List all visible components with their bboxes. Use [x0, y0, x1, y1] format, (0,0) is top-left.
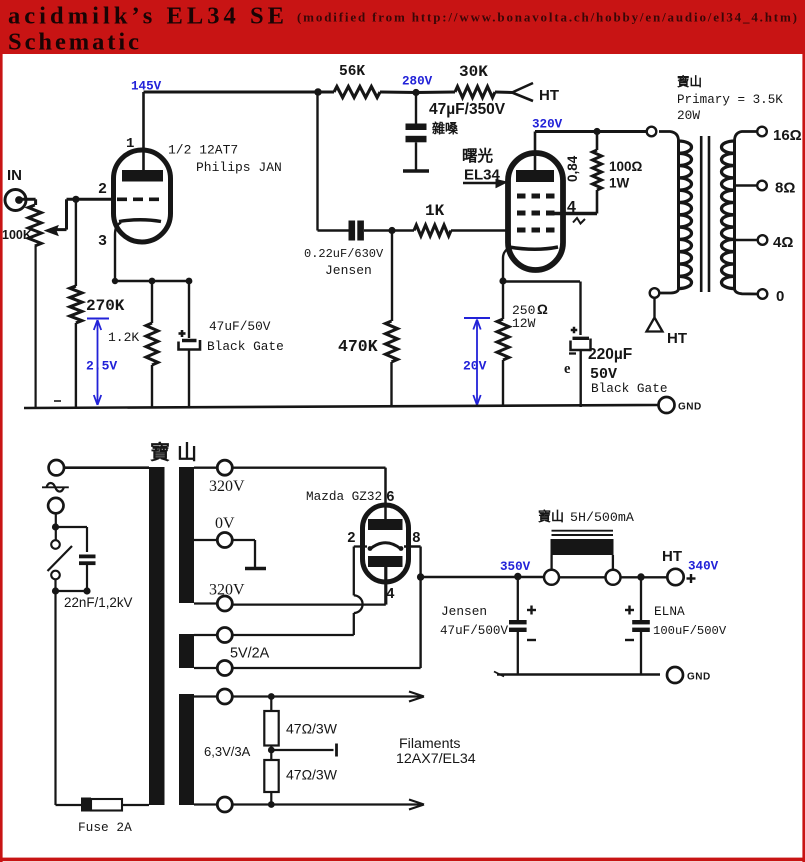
svg-text:2.5V: 2.5V [86, 359, 117, 374]
svg-text:6,3V/3A: 6,3V/3A [204, 744, 251, 759]
svg-text:100K: 100K [2, 228, 32, 242]
svg-text:270K: 270K [86, 297, 125, 315]
svg-text:100Ω: 100Ω [609, 159, 643, 174]
svg-text:0: 0 [776, 288, 784, 305]
svg-text:曙光: 曙光 [462, 146, 494, 165]
svg-text:EL34: EL34 [464, 167, 501, 184]
svg-text:寶山: 寶山 [677, 74, 702, 89]
svg-text:HT: HT [662, 548, 682, 565]
svg-text:4: 4 [567, 199, 576, 216]
svg-text:Ω: Ω [537, 302, 548, 317]
svg-text:寶山: 寶山 [538, 509, 564, 524]
svg-text:280V: 280V [402, 75, 433, 89]
svg-text:Jensen: Jensen [325, 263, 372, 278]
svg-text:0V: 0V [215, 515, 235, 532]
svg-text:20V: 20V [463, 359, 487, 374]
svg-text:100uF/500V: 100uF/500V [653, 624, 727, 638]
svg-text:e: e [564, 361, 571, 377]
svg-text:1/2 12AT7: 1/2 12AT7 [168, 143, 238, 158]
svg-text:8Ω: 8Ω [775, 180, 795, 197]
svg-text:50V: 50V [590, 366, 617, 383]
svg-text:145V: 145V [131, 80, 162, 94]
svg-text:Fuse 2A: Fuse 2A [78, 820, 132, 835]
svg-text:220µF: 220µF [588, 346, 632, 363]
svg-text:320V: 320V [209, 478, 245, 495]
svg-text:6: 6 [386, 490, 395, 506]
svg-text:ELNA: ELNA [654, 604, 685, 619]
svg-text:Jensen: Jensen [441, 604, 487, 619]
svg-text:47Ω/3W: 47Ω/3W [286, 721, 338, 737]
svg-text:0.22uF/630V: 0.22uF/630V [304, 247, 384, 261]
svg-text:12W: 12W [512, 316, 536, 331]
svg-text:47uF/50V: 47uF/50V [209, 319, 271, 334]
svg-text:4: 4 [386, 587, 395, 603]
svg-text:1: 1 [126, 136, 134, 152]
svg-text:Black Gate: Black Gate [207, 339, 284, 354]
svg-text:320V: 320V [209, 582, 245, 599]
svg-text:2: 2 [347, 531, 356, 547]
svg-text:3: 3 [98, 233, 107, 250]
svg-text:47Ω/3W: 47Ω/3W [286, 767, 338, 783]
svg-text:250: 250 [512, 303, 535, 318]
svg-text:12AX7/EL34: 12AX7/EL34 [396, 751, 476, 767]
svg-text:47µF/350V: 47µF/350V [429, 101, 506, 118]
svg-text:5H/500mA: 5H/500mA [570, 510, 634, 525]
svg-text:47uF/500V: 47uF/500V [440, 624, 508, 638]
svg-text:HT: HT [539, 87, 559, 104]
svg-text:HT: HT [667, 330, 687, 347]
svg-text:1K: 1K [425, 202, 445, 220]
svg-text:Filaments: Filaments [399, 736, 461, 752]
svg-text:GND: GND [687, 672, 711, 683]
svg-text:acidmilk’s EL34 SE: acidmilk’s EL34 SE [8, 3, 284, 30]
svg-text:5V/2A: 5V/2A [230, 646, 270, 662]
svg-text:Schematic: Schematic [8, 29, 139, 56]
svg-text:GND: GND [678, 402, 702, 413]
svg-text:(modified from http://www.bona: (modified from http://www.bonavolta.ch/h… [297, 10, 797, 25]
svg-text:4Ω: 4Ω [773, 234, 793, 251]
svg-text:2: 2 [98, 181, 107, 198]
svg-text:Mazda GZ32: Mazda GZ32 [306, 489, 382, 504]
svg-text:30K: 30K [459, 63, 488, 81]
svg-text:340V: 340V [688, 560, 719, 574]
svg-text:470K: 470K [338, 337, 378, 356]
svg-text:56K: 56K [339, 64, 365, 80]
svg-text:IN: IN [7, 167, 22, 184]
svg-text:Philips JAN: Philips JAN [196, 160, 282, 175]
svg-text:1.2K: 1.2K [108, 330, 139, 345]
svg-text:0,84: 0,84 [565, 155, 580, 182]
svg-text:1W: 1W [609, 176, 630, 191]
svg-text:寶山: 寶山 [150, 440, 204, 464]
svg-text:20W: 20W [677, 108, 700, 123]
svg-text:350V: 350V [500, 560, 531, 574]
svg-text:雜嗓: 雜嗓 [432, 121, 459, 136]
svg-text:16Ω: 16Ω [773, 127, 802, 144]
svg-text:8: 8 [412, 531, 421, 547]
svg-text:320V: 320V [532, 118, 563, 132]
svg-text:22nF/1,2kV: 22nF/1,2kV [64, 595, 133, 610]
svg-text:Black Gate: Black Gate [591, 381, 668, 396]
svg-text:Primary = 3.5K: Primary = 3.5K [677, 93, 783, 107]
